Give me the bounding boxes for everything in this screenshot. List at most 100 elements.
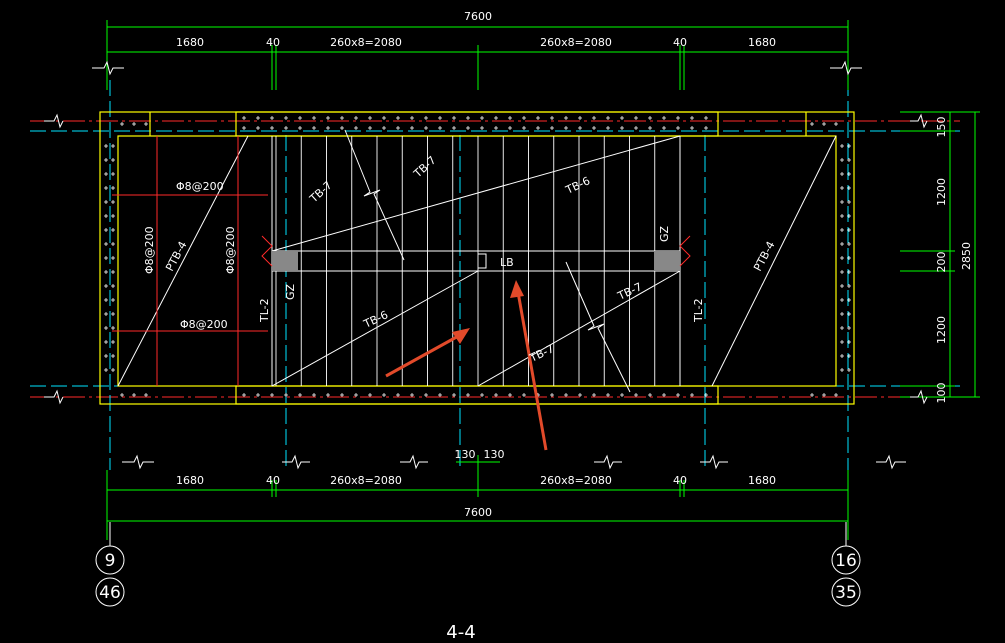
hatch-mark <box>847 228 851 232</box>
hatch-mark <box>104 340 108 344</box>
hatch-mark <box>690 116 694 120</box>
axis-bubble-text: 9 46 16 35 <box>99 551 857 603</box>
hatch-mark <box>410 116 414 120</box>
dims-right-text: 150 1200 200 1200 100 2850 <box>935 117 973 404</box>
hatch-mark <box>111 200 115 204</box>
hatch-mark <box>284 116 288 120</box>
hatch-mark <box>242 116 246 120</box>
hatch-mark <box>648 393 652 397</box>
hatch-mark <box>256 126 260 130</box>
hatch-mark <box>144 122 148 126</box>
wall-outlines <box>99 111 855 405</box>
label-lb: LB <box>500 256 514 269</box>
hatch-mark <box>634 393 638 397</box>
hatch-mark <box>340 126 344 130</box>
axis-right-top: 16 <box>835 551 857 571</box>
hatch-mark <box>847 200 851 204</box>
hatch-mark <box>104 270 108 274</box>
hatch-mark <box>840 186 844 190</box>
hatch-mark <box>522 393 526 397</box>
hatch-mark <box>354 126 358 130</box>
hatch-mark <box>704 393 708 397</box>
hatch-mark <box>494 393 498 397</box>
hatch-mark <box>242 126 246 130</box>
label-rebar-vertical: Φ8@200 <box>224 226 237 274</box>
hatch-mark <box>144 393 148 397</box>
hatch-mark <box>847 354 851 358</box>
hatch-mark <box>847 172 851 176</box>
dim-top-seg: 1680 <box>176 36 204 49</box>
stair-treads <box>275 136 681 386</box>
hatch-mark <box>120 393 124 397</box>
dim-right-seg: 200 <box>935 252 948 273</box>
hatch-mark <box>104 200 108 204</box>
hatch-mark <box>326 116 330 120</box>
hatch-mark <box>550 126 554 130</box>
hatch-mark <box>104 186 108 190</box>
hatch-mark <box>368 116 372 120</box>
hatch-mark <box>648 126 652 130</box>
label-gz: GZ <box>284 283 297 300</box>
hatch-mark <box>840 368 844 372</box>
hatch-mark <box>132 122 136 126</box>
hatch-mark <box>104 354 108 358</box>
dim-right-seg: 1200 <box>935 316 948 344</box>
hatch-mark <box>298 126 302 130</box>
dim-right-seg: 150 <box>935 117 948 138</box>
hatch-mark <box>452 116 456 120</box>
hatch-mark <box>847 326 851 330</box>
hatch-mark <box>132 393 136 397</box>
hatch-mark <box>120 122 124 126</box>
dim-top-seg: 40 <box>266 36 280 49</box>
hatch-mark <box>104 256 108 260</box>
hatch-mark <box>840 158 844 162</box>
drawing-title: 4-4 <box>446 622 475 643</box>
dim-bottom-seg: 40 <box>673 474 687 487</box>
hatch-mark <box>104 284 108 288</box>
hatch-mark <box>284 126 288 130</box>
dim-bottom-seg: 260x8=2080 <box>330 474 402 487</box>
hatch-mark <box>847 158 851 162</box>
hatch-mark <box>508 393 512 397</box>
hatch-mark <box>410 393 414 397</box>
hatch-mark <box>840 270 844 274</box>
hatch-mark <box>298 393 302 397</box>
hatch-mark <box>847 144 851 148</box>
hatch-mark <box>111 158 115 162</box>
hatch-mark <box>840 228 844 232</box>
hatch-mark <box>578 126 582 130</box>
hatch-mark <box>522 126 526 130</box>
hatch-mark <box>270 126 274 130</box>
hatch-mark <box>494 126 498 130</box>
hatch-mark <box>368 393 372 397</box>
label-tb7: TB-7 <box>527 342 556 365</box>
hatch-mark <box>606 116 610 120</box>
hatch-mark <box>810 122 814 126</box>
hatch-mark <box>840 354 844 358</box>
hatch-mark <box>704 126 708 130</box>
dim-right-seg: 100 <box>935 383 948 404</box>
dim-right-total: 2850 <box>960 242 973 270</box>
label-rebar: Φ8@200 <box>176 180 224 193</box>
label-rebar: Φ8@200 <box>180 318 228 331</box>
hatch-mark <box>620 116 624 120</box>
axis-left-bottom: 46 <box>99 583 121 603</box>
hatch-mark <box>822 122 826 126</box>
hatch-mark <box>810 393 814 397</box>
hatch-mark <box>111 256 115 260</box>
hatch-mark <box>466 393 470 397</box>
column-gz-right <box>654 251 680 271</box>
hatch-mark <box>840 284 844 288</box>
dim-top-seg: 40 <box>673 36 687 49</box>
hatch-mark <box>662 116 666 120</box>
hatch-mark <box>452 126 456 130</box>
hatch-mark <box>354 116 358 120</box>
hatch-mark <box>104 158 108 162</box>
hatch-mark <box>606 393 610 397</box>
hatch-mark <box>438 116 442 120</box>
hatch-mark <box>424 116 428 120</box>
hatch-mark <box>410 126 414 130</box>
label-ptb4: PTB-4 <box>751 239 777 273</box>
dim-bottom-seg: 40 <box>266 474 280 487</box>
